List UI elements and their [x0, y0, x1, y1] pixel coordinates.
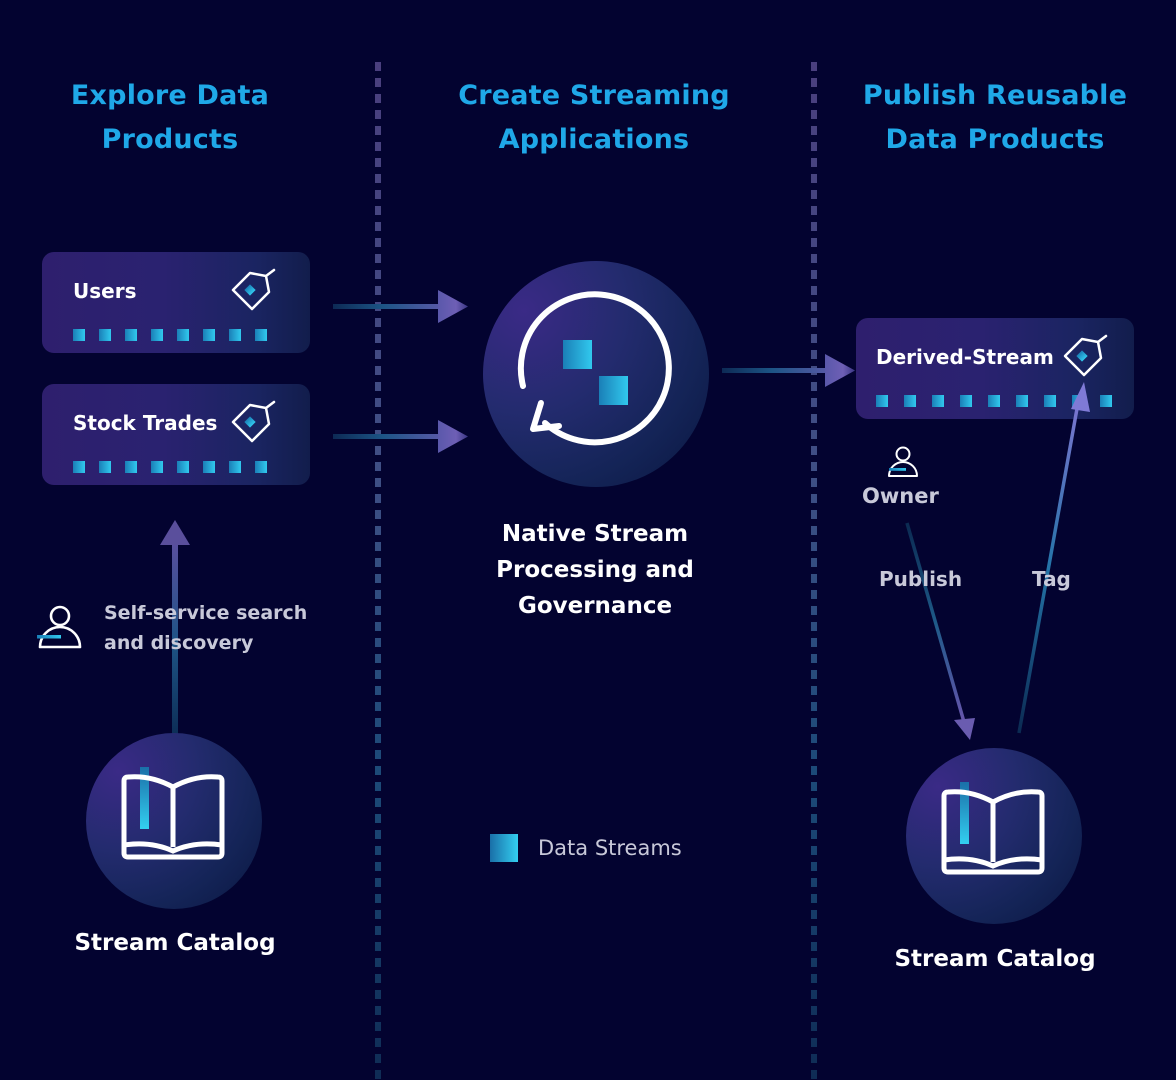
stream-block: [876, 395, 888, 407]
title-line: Data Products: [885, 124, 1105, 155]
arrow-shaft: [172, 540, 178, 745]
title-line: Products: [101, 124, 239, 155]
card-title: Users: [73, 279, 137, 303]
arrow-head-icon: [160, 520, 190, 545]
stream-block: [73, 329, 85, 341]
tag-icon: [231, 268, 276, 311]
stream-block: [1016, 395, 1028, 407]
stream-blocks: [73, 461, 267, 473]
column-title-explore: Explore Data Products: [0, 74, 350, 162]
book-icon: [121, 767, 225, 860]
stream-processing-label: Native Stream Processing and Governance: [445, 516, 745, 624]
title-line: Applications: [498, 124, 690, 155]
flow-arrow-stock-trades: [333, 420, 468, 453]
card-title: Stock Trades: [73, 411, 218, 435]
stream-block: [151, 329, 163, 341]
refresh-cycle-icon: [517, 291, 672, 446]
arrow-head-icon: [438, 420, 468, 453]
stream-block: [125, 461, 137, 473]
data-stream-block: [599, 376, 628, 405]
arrow-head-icon: [825, 354, 855, 387]
discovery-arrow: [160, 520, 190, 745]
stream-block: [229, 329, 241, 341]
stream-block: [177, 329, 189, 341]
owner-label: Owner: [862, 484, 939, 508]
flow-arrow-derived: [722, 354, 855, 387]
stream-catalog-label-publish: Stream Catalog: [894, 946, 1096, 972]
note-line: Self-service search: [104, 602, 308, 624]
data-stream-block: [563, 340, 592, 369]
owner-user-icon: [888, 446, 918, 477]
data-product-card-stock-trades[interactable]: Stock Trades: [42, 384, 310, 485]
self-service-note: Self-service search and discovery: [104, 598, 307, 658]
stream-processing-node[interactable]: [483, 261, 709, 487]
stream-block: [99, 461, 111, 473]
data-streams-legend-label: Data Streams: [538, 836, 682, 860]
stream-block: [203, 461, 215, 473]
user-icon: [37, 605, 82, 649]
column-divider-right: [811, 62, 817, 1080]
stream-block: [125, 329, 137, 341]
title-line: Create Streaming: [458, 80, 730, 111]
data-streams-legend-swatch: [490, 834, 518, 862]
tag-arrow-head-icon: [1071, 382, 1090, 412]
arrow-head-icon: [438, 290, 468, 323]
label-line: Processing and: [496, 557, 694, 583]
flow-arrow-users: [333, 290, 468, 323]
data-product-card-derived-stream[interactable]: Derived-Stream: [856, 318, 1134, 419]
data-product-card-users[interactable]: Users: [42, 252, 310, 353]
stream-block: [988, 395, 1000, 407]
label-line: Native Stream: [501, 521, 689, 547]
label-line: Governance: [517, 593, 673, 619]
title-line: Explore Data: [70, 80, 270, 111]
publish-arrow-shaft: [905, 522, 966, 723]
stream-block: [960, 395, 972, 407]
stream-block: [73, 461, 85, 473]
stream-block: [203, 329, 215, 341]
title-line: Publish Reusable: [862, 80, 1128, 111]
tag-icon: [231, 400, 276, 443]
stream-block: [932, 395, 944, 407]
column-divider-left: [375, 62, 381, 1080]
stream-block: [177, 461, 189, 473]
stream-catalog-node-publish[interactable]: [906, 748, 1082, 924]
stream-catalog-node[interactable]: [86, 733, 262, 909]
stream-block: [151, 461, 163, 473]
book-icon: [941, 782, 1045, 875]
publish-label: Publish: [879, 567, 963, 591]
tag-icon: [1063, 334, 1108, 377]
stream-block: [1100, 395, 1112, 407]
stream-block: [99, 329, 111, 341]
stream-block: [904, 395, 916, 407]
column-title-create: Create Streaming Applications: [414, 74, 774, 162]
tag-label: Tag: [1032, 567, 1071, 591]
stream-block: [1044, 395, 1056, 407]
stream-block: [255, 461, 267, 473]
tag-arrow-shaft: [1017, 402, 1080, 734]
stream-block: [229, 461, 241, 473]
stream-catalog-label: Stream Catalog: [74, 930, 276, 956]
stream-block: [255, 329, 267, 341]
publish-arrow-head-icon: [954, 718, 975, 740]
card-title: Derived-Stream: [876, 345, 1054, 369]
stream-blocks: [73, 329, 267, 341]
column-title-publish: Publish Reusable Data Products: [815, 74, 1175, 162]
note-line: and discovery: [104, 632, 254, 654]
